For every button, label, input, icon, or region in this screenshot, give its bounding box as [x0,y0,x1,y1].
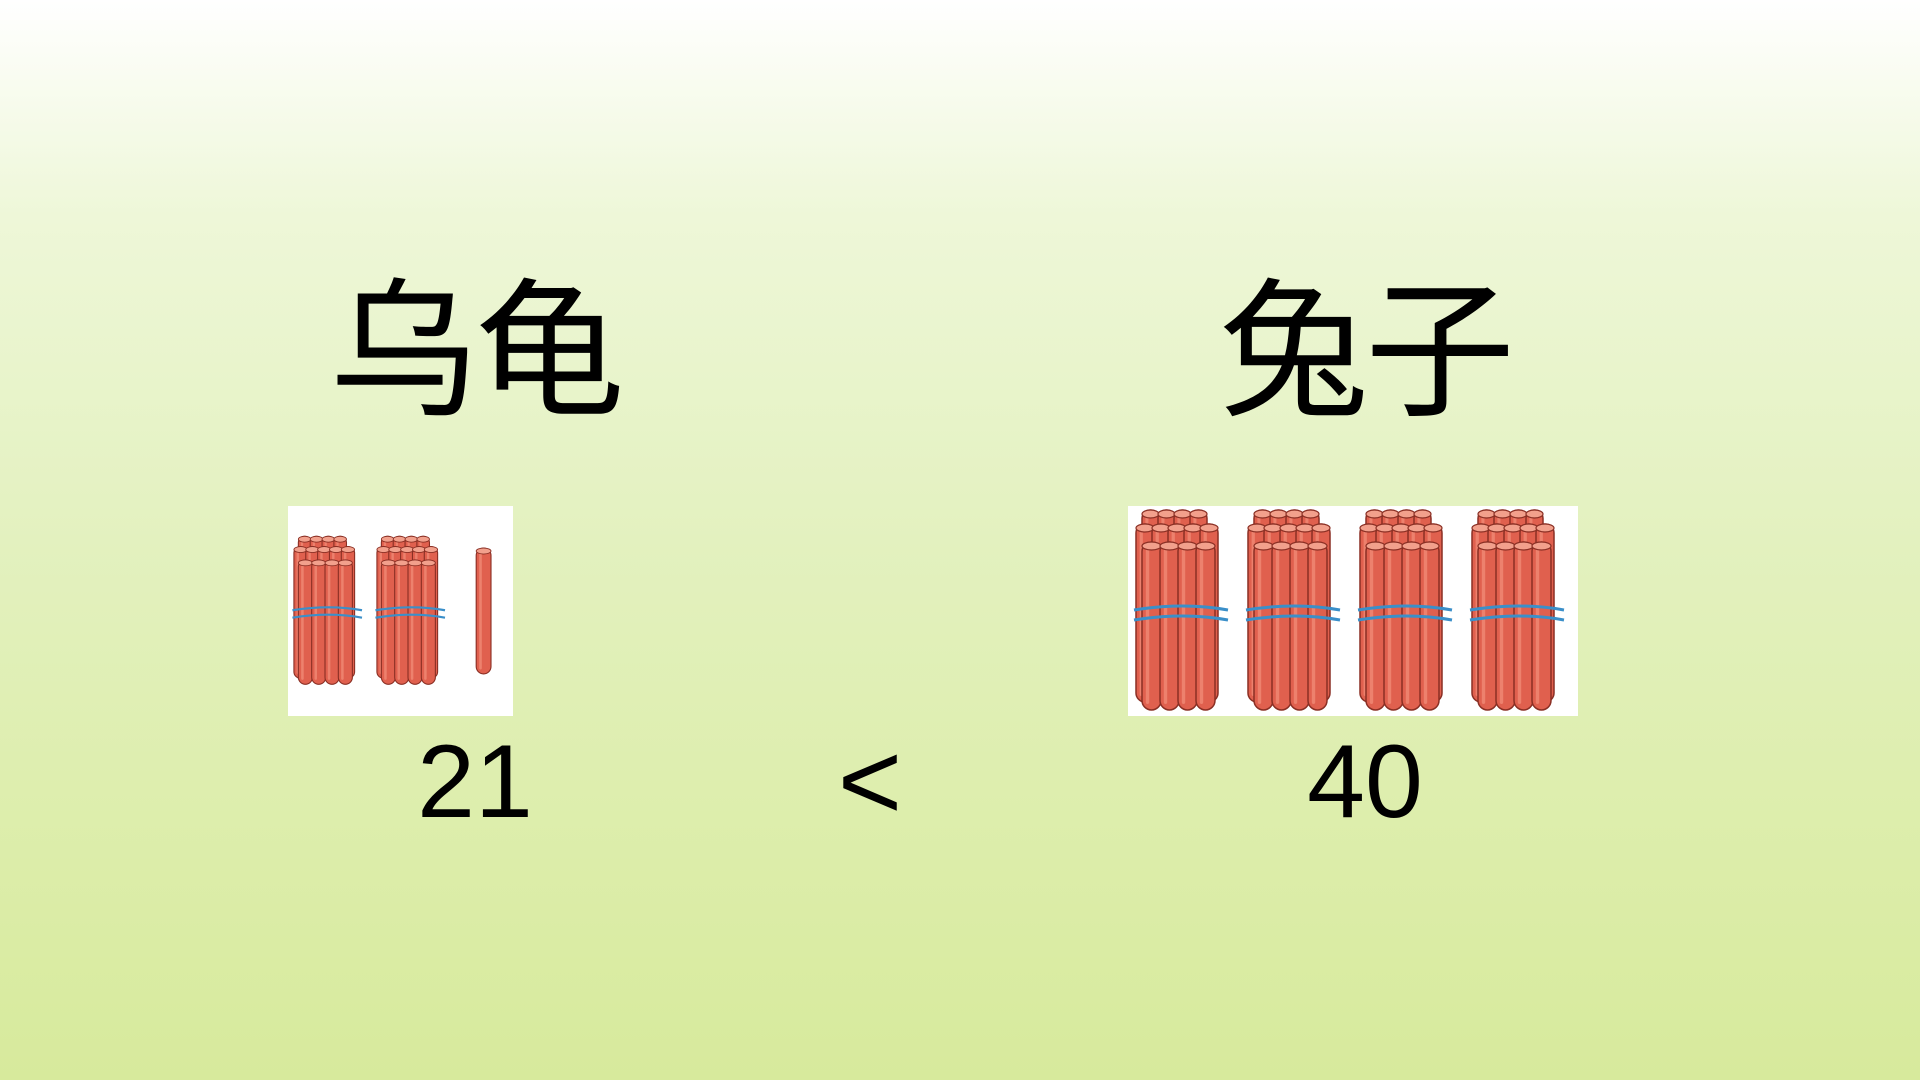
comparison-sign: < [837,720,903,843]
stick-bundle-icon [292,535,363,685]
turtle-label: 乌龟 [328,266,625,440]
rabbit-counting-sticks [1128,506,1578,716]
stick-bundle-icon [1469,509,1565,711]
rabbit-number: 40 [1307,724,1423,840]
stick-bundle-icon [375,535,446,685]
rabbit-label: 兔子 [1218,266,1515,440]
single-stick-icon [475,547,492,675]
turtle-number: 21 [417,724,533,840]
turtle-counting-sticks [288,506,513,716]
stick-bundle-icon [1357,509,1453,711]
stick-bundle-icon [1133,509,1229,711]
stick-bundle-icon [1245,509,1341,711]
